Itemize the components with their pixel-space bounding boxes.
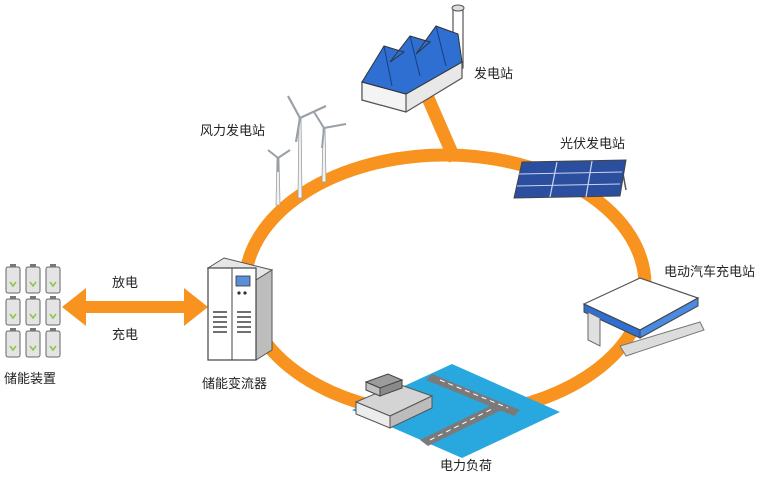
wind-turbine-icon [267,95,347,206]
storage-device-label: 储能装置 [4,372,56,387]
power-plant-connector [422,95,461,163]
charge-discharge-arrow [62,288,208,326]
storage-converter-label: 储能变流器 [202,376,267,392]
power-load-label: 电力负荷 [440,459,492,474]
ev-station-icon [582,277,705,357]
storage-converter-icon [206,257,274,361]
ev-station-label: 电动汽车充电站 [664,264,755,280]
power-plant-icon [361,4,465,113]
wind-farm-label: 风力发电站 [200,123,265,139]
solar-panel-icon [513,159,627,199]
battery-storage-icon [5,264,61,358]
power-plant-label: 发电站 [474,66,513,82]
power-load-icon [352,364,560,458]
solar-plant-label: 光伏发电站 [560,136,625,152]
discharge-label: 放电 [112,276,138,291]
charge-label: 充电 [112,327,138,343]
